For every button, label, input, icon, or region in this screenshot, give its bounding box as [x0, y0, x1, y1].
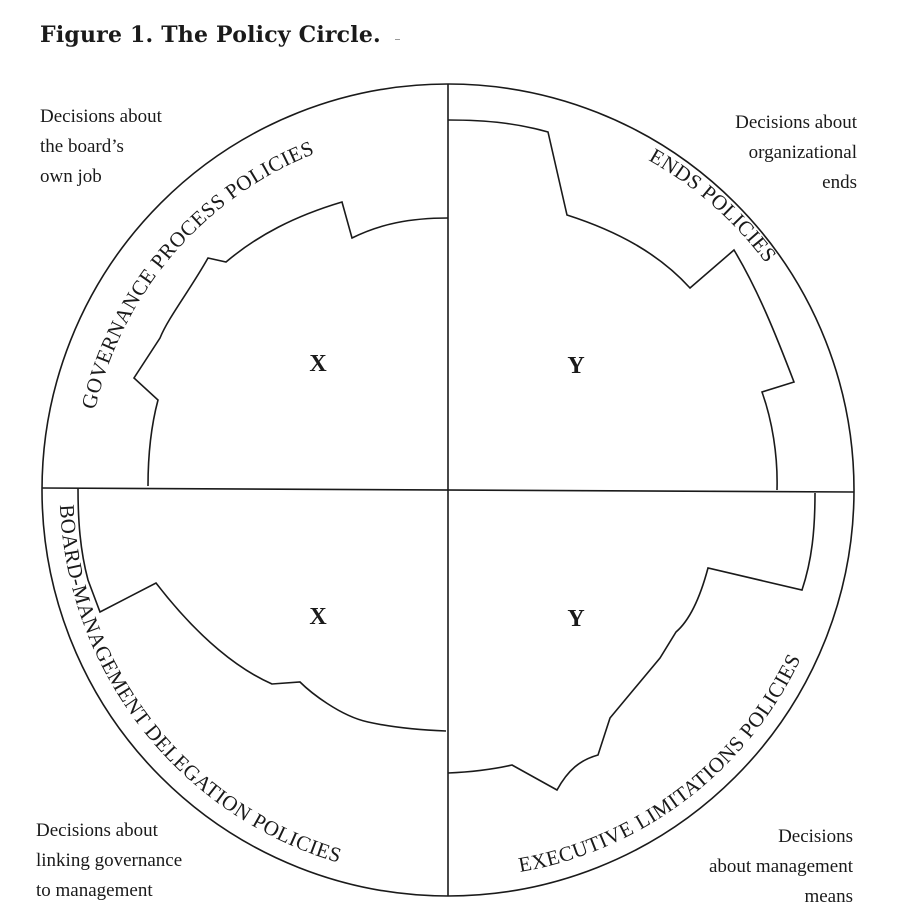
- ends-arc-label: ENDS POLICIES: [646, 143, 782, 267]
- note-line: Decisions: [778, 826, 853, 847]
- delegation-inner-boundary: [77, 487, 447, 732]
- note-bottom-right: Decisions about management means: [709, 822, 853, 912]
- note-line: Decisions about: [40, 106, 162, 127]
- note-line: Decisions about: [735, 112, 857, 133]
- ends-inner-boundary: [447, 119, 796, 491]
- note-line: the board’s: [40, 136, 124, 157]
- note-top-left: Decisions about the board’s own job: [40, 102, 162, 192]
- limitations-inner-boundary: [447, 492, 816, 792]
- board-management-arc-label: BOARD-MANAGEMENT DELEGATION POLICIES: [55, 504, 345, 868]
- arc-label-text: BOARD-MANAGEMENT DELEGATION POLICIES: [55, 504, 344, 868]
- note-bottom-left: Decisions about linking governance to ma…: [36, 816, 182, 906]
- note-line: linking governance: [36, 850, 183, 871]
- arc-label-text: EXECUTIVE LIMITATIONS POLICIES: [516, 650, 805, 877]
- quadrant-letter-top-right: Y: [567, 353, 584, 379]
- arc-label-text: ENDS POLICIES: [646, 143, 782, 267]
- quadrant-letter-bottom-right: Y: [567, 606, 584, 632]
- executive-limitations-arc-label: EXECUTIVE LIMITATIONS POLICIES: [516, 650, 805, 877]
- quadrant-letter-bottom-left: X: [309, 604, 327, 630]
- horizontal-divider: [41, 487, 855, 493]
- figure-title: Figure 1. The Policy Circle.: [40, 22, 381, 48]
- note-line: to management: [36, 880, 153, 901]
- title-dash: [395, 39, 400, 40]
- governance-inner-boundary: [132, 201, 449, 487]
- arc-label-text: GOVERNANCE PROCESS POLICIES: [76, 136, 316, 412]
- governance-process-arc-label: GOVERNANCE PROCESS POLICIES: [76, 136, 317, 412]
- quadrant-letter-top-left: X: [309, 351, 327, 377]
- note-top-right: Decisions about organizational ends: [735, 108, 857, 198]
- note-line: organizational: [748, 142, 857, 163]
- note-line: own job: [40, 166, 102, 187]
- note-line: means: [804, 886, 853, 907]
- note-line: about management: [708, 856, 853, 877]
- note-line: Decisions about: [36, 820, 158, 841]
- note-line: ends: [822, 172, 857, 193]
